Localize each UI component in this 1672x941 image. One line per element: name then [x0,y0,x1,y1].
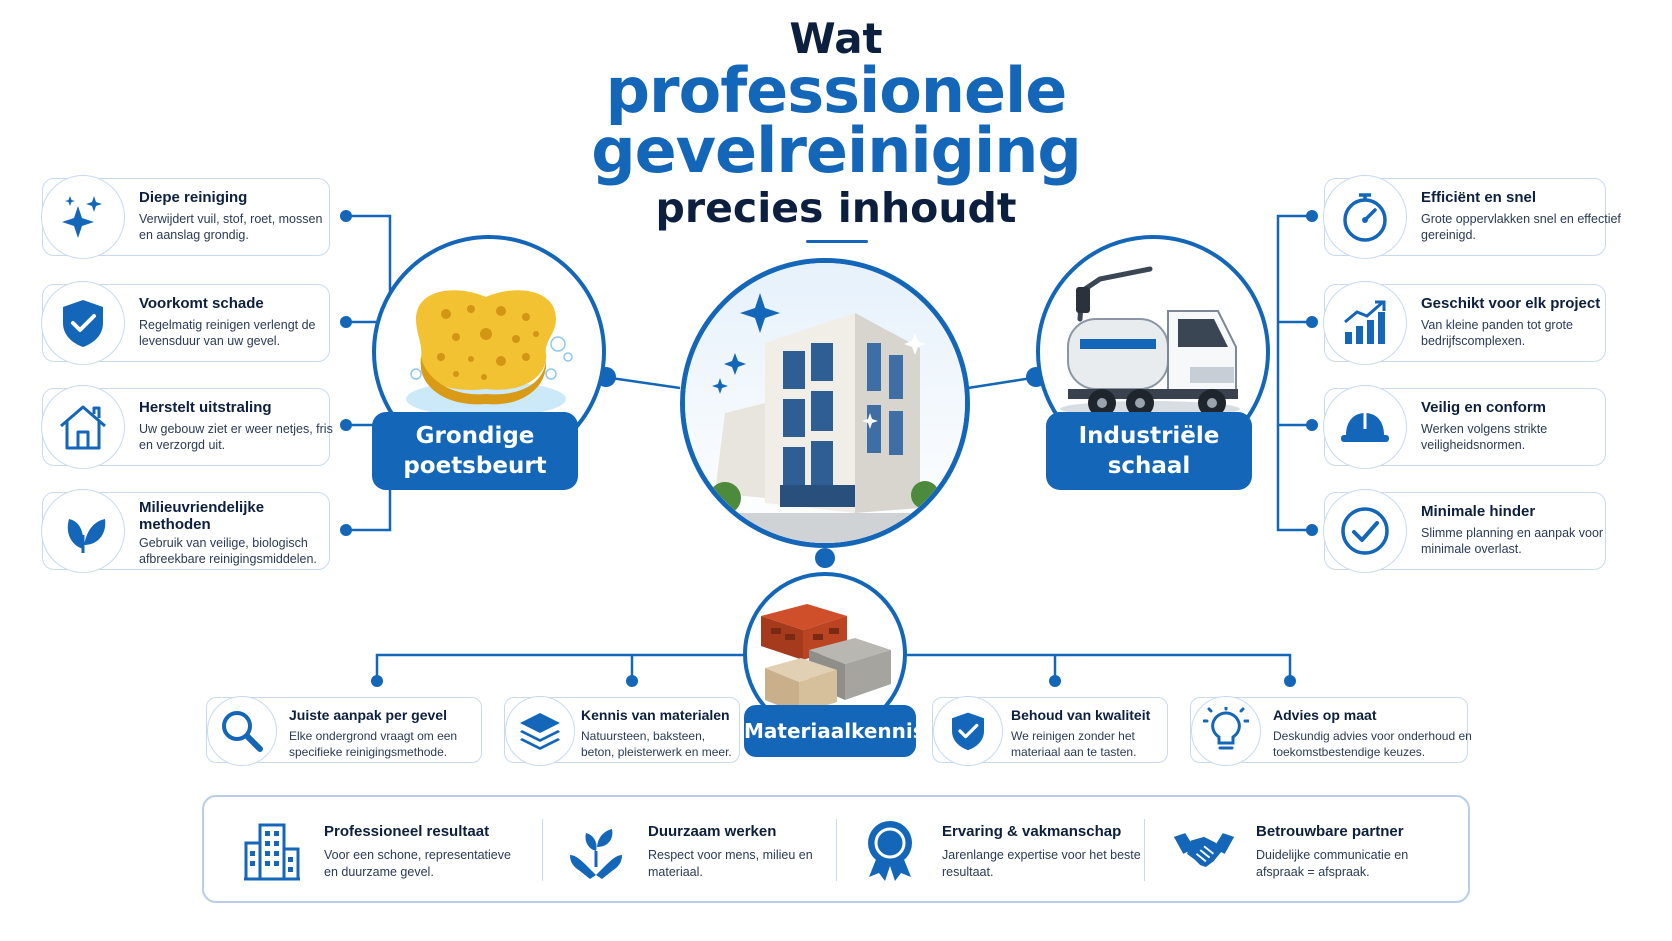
connector-dot [1049,675,1061,687]
connector-dot [340,419,352,431]
hands-plant-icon [564,819,628,883]
connector-dot [1306,210,1318,222]
footer-desc: Duidelijke communicatie en afspraak = af… [1256,848,1409,879]
material-desc: Natuursteen, baksteen, beton, pleisterwe… [581,729,732,759]
feature-title: Geschikt voor elk project [1421,295,1601,312]
footer-divider [1144,819,1145,881]
title-line-1: Wat [789,14,883,63]
feature-card-milieuvriendelijke-methoden: Milieuvriendelijke methoden Gebruik van … [41,489,330,573]
material-desc: Deskundig advies voor onderhoud en toeko… [1273,729,1472,759]
feature-card-geschikt-voor-elk-project: Geschikt voor elk project Van kleine pan… [1323,281,1606,365]
feature-card-minimale-hinder: Minimale hinder Slimme planning en aanpa… [1323,489,1606,573]
shield-check-icon [41,281,125,365]
title-line-2: professionele [605,54,1068,127]
material-desc: Elke ondergrond vraagt om een specifieke… [289,729,458,759]
feature-title: Voorkomt schade [139,295,264,312]
sponge-illustration [406,290,573,417]
feature-title: Efficiënt en snel [1421,189,1537,206]
feature-desc: Gebruik van veilige, biologisch afbreekb… [139,536,317,566]
footer-item-betrouwbare-partner: Betrouwbare partner Duidelijke communica… [1136,797,1466,901]
title-divider [806,240,868,243]
hub-label-grondige-poetsbeurt: Grondige poetsbeurt [372,412,578,490]
hub-label-industriele-schaal: Industriële schaal [1046,412,1252,490]
connector-dot [1284,675,1296,687]
feature-card-efficient-en-snel: Efficiënt en snel Grote oppervlakken sne… [1323,175,1621,259]
footer-title: Duurzaam werken [648,823,777,840]
buildings-icon [240,819,304,883]
material-card-advies-op-maat: Advies op maat Deskundig advies voor ond… [1190,696,1472,766]
feature-title: Milieuvriendelijke methoden [139,499,265,533]
material-card-kennis-van-materialen: Kennis van materialen Natuursteen, bakst… [504,696,740,766]
feature-desc: Regelmatig reinigen verlengt de levensdu… [139,318,316,348]
material-title: Behoud van kwaliteit [1011,707,1151,723]
check-circle-icon [1323,489,1407,573]
hub-label-materiaalkennis: Materiaalkennis [744,705,925,757]
footer-divider [542,819,543,881]
materials-hub-circle [743,572,907,736]
title-line-4: precies inhoudt [655,184,1017,232]
material-title: Juiste aanpak per gevel [289,707,447,723]
feature-title: Diepe reiniging [139,189,248,206]
feature-title: Herstelt uitstraling [139,399,272,416]
feature-title: Veilig en conform [1421,399,1547,416]
connector-dot [340,316,352,328]
connector-dot [626,675,638,687]
feature-card-diepe-reiniging: Diepe reiniging Verwijdert vuil, stof, r… [41,175,330,259]
hard-hat-icon [1323,385,1407,469]
material-desc: We reinigen zonder het materiaal aan te … [1011,729,1137,759]
connector-dot [340,524,352,536]
hub-label-line: Industriële [1078,423,1220,449]
material-card-behoud-van-kwaliteit: Behoud van kwaliteit We reinigen zonder … [932,696,1168,766]
material-title: Advies op maat [1273,707,1377,723]
footer-item-ervaring-vakmanschap: Ervaring & vakmanschap Jarenlange expert… [822,797,1141,901]
connector-dot [371,675,383,687]
material-card-juiste-aanpak: Juiste aanpak per gevel Elke ondergrond … [206,696,482,766]
footer-title: Professioneel resultaat [324,823,490,840]
connector-dot [1306,419,1318,431]
feature-desc: Van kleine panden tot grote bedrijfscomp… [1421,318,1573,348]
stone-blocks-illustration [761,604,891,714]
award-ribbon-icon [858,819,922,883]
footer-desc: Respect voor mens, milieu en materiaal. [648,848,813,879]
footer-item-professioneel-resultaat: Professioneel resultaat Voor een schone,… [204,797,522,901]
footer-desc: Voor een schone, representatieve en duur… [324,848,511,879]
feature-title: Minimale hinder [1421,503,1536,520]
footer-benefits-bar: Professioneel resultaat Voor een schone,… [202,795,1470,903]
sparkle-icon [41,175,125,259]
building-hub-circle [680,258,970,548]
connector-node [815,548,835,568]
feature-card-herstelt-uitstraling: Herstelt uitstraling Uw gebouw ziet er w… [41,385,333,469]
feature-desc: Verwijdert vuil, stof, roet, mossen en a… [139,212,323,242]
shield-check-icon [933,696,1003,766]
growth-chart-icon [1323,281,1407,365]
footer-desc: Jarenlange expertise voor het beste resu… [942,848,1141,879]
magnifier-icon [207,696,277,766]
title-line-3: gevelreiniging [591,114,1082,187]
feature-desc: Grote oppervlakken snel en effectief ger… [1421,212,1621,242]
connector-dot [1306,316,1318,328]
leaf-icon [41,489,125,573]
connector-dot [1306,524,1318,536]
feature-desc: Werken volgens strikte veiligheidsnormen… [1421,422,1548,452]
footer-title: Betrouwbare partner [1256,823,1404,840]
feature-card-veilig-en-conform: Veilig en conform Werken volgens strikte… [1323,385,1606,469]
lightbulb-icon [1191,696,1261,766]
house-icon [41,385,125,469]
feature-desc: Slimme planning en aanpak voor minimale … [1421,526,1604,556]
footer-item-duurzaam-werken: Duurzaam werken Respect voor mens, milie… [528,797,828,901]
stopwatch-icon [1323,175,1407,259]
layers-icon [505,696,575,766]
office-building-illustration [685,263,965,543]
footer-divider [836,819,837,881]
feature-desc: Uw gebouw ziet er weer netjes, fris en v… [139,422,333,452]
footer-title: Ervaring & vakmanschap [942,823,1122,840]
connector-dot [340,210,352,222]
hub-label-line: schaal [1107,453,1191,479]
hub-label-line: Grondige [415,423,535,449]
hub-label-line: poetsbeurt [403,453,547,479]
feature-card-voorkomt-schade: Voorkomt schade Regelmatig reinigen verl… [41,281,330,365]
material-title: Kennis van materialen [581,707,730,723]
handshake-icon [1172,819,1236,883]
